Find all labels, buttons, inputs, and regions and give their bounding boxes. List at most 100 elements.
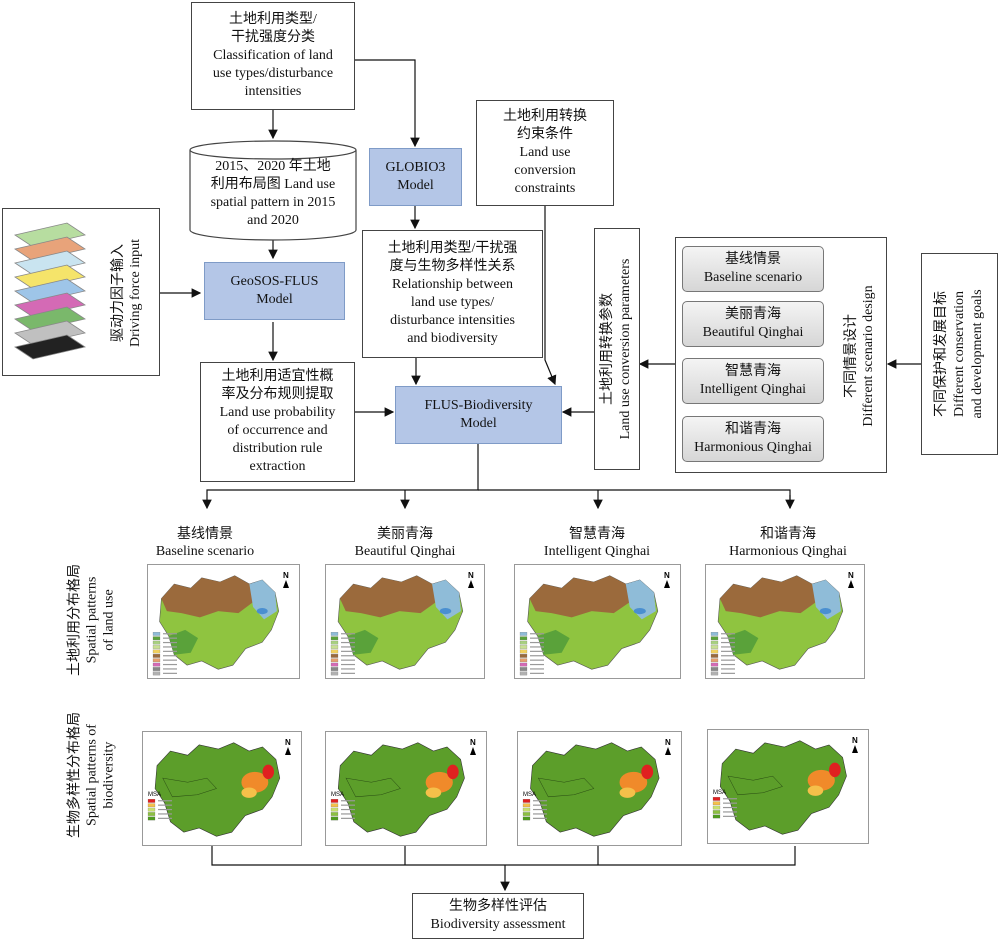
landuse-map-beautiful: N — [325, 564, 485, 679]
assessment-en: Biodiversity assessment — [430, 917, 566, 932]
col-label-baseline: 基线情景 Baseline scenario — [105, 526, 305, 560]
constraints-en3: constraints — [514, 181, 576, 196]
driving-force-en: Driving force input — [128, 238, 143, 348]
scenario-intelligent-zh: 智慧青海 — [725, 364, 781, 379]
col-baseline-en: Baseline scenario — [155, 544, 255, 559]
relationship-en3: disturbance intensities — [390, 313, 515, 328]
landuse-maps-en2: and 2020 — [247, 213, 299, 228]
flus-biodiversity-model-box: FLUS-Biodiversity Model — [395, 386, 562, 444]
landuse-map-harmonious: N — [705, 564, 865, 679]
probability-en: Land use probability — [219, 405, 336, 420]
svg-text:N: N — [664, 571, 670, 580]
msa-map-baseline: N MSA — [142, 731, 302, 846]
constraints-en2: conversion — [514, 163, 576, 178]
scenario-design-en: Different scenario design — [861, 285, 876, 427]
assessment-zh: 生物多样性评估 — [449, 899, 547, 914]
row-biodiversity-en2: biodiversity — [101, 741, 117, 809]
globio3-model-box: GLOBIO3 Model — [369, 148, 462, 206]
goals-box: 不同保护和发展目标 Different conservation and dev… — [921, 253, 998, 455]
svg-text:N: N — [285, 738, 291, 747]
svg-text:N: N — [470, 738, 476, 747]
row-label-biodiversity: 生物多样性分布格局 Spatial patterns of biodiversi… — [67, 712, 118, 838]
scenario-intelligent: 智慧青海 Intelligent Qinghai — [682, 358, 824, 404]
col-beautiful-en: Beautiful Qinghai — [354, 544, 456, 559]
conversion-params-en: Land use conversion parameters — [618, 258, 633, 440]
relationship-zh: 土地利用类型/干扰强 — [387, 241, 518, 256]
constraints-en: Land use — [519, 145, 571, 160]
relationship-en2: land use types/ — [410, 295, 495, 310]
constraints-zh: 土地利用转换 — [503, 109, 587, 124]
row-biodiversity-zh: 生物多样性分布格局 — [67, 712, 83, 838]
landuse-map-intelligent: N — [514, 564, 681, 679]
constraints-zh2: 约束条件 — [517, 127, 573, 142]
col-harmonious-zh: 和谐青海 — [760, 527, 816, 542]
col-beautiful-zh: 美丽青海 — [377, 527, 433, 542]
constraints-box: 土地利用转换 约束条件 Land use conversion constrai… — [476, 100, 614, 206]
scenario-harmonious-en: Harmonious Qinghai — [694, 440, 812, 455]
landuse-maps-text: 2015、2020 年土地 利用布局图 Land use spatial pat… — [189, 158, 357, 230]
svg-text:N: N — [665, 738, 671, 747]
scenario-design-box: 基线情景 Baseline scenario 美丽青海 Beautiful Qi… — [675, 237, 887, 473]
flus-bio-subtitle: Model — [460, 416, 497, 431]
row-landuse-zh: 土地利用分布格局 — [67, 564, 83, 676]
probability-zh2: 率及分布规则提取 — [221, 387, 334, 402]
relationship-en4: and biodiversity — [407, 331, 498, 346]
relationship-zh2: 度与生物多样性关系 — [389, 259, 516, 274]
relationship-en: Relationship between — [392, 277, 513, 292]
svg-text:N: N — [852, 736, 858, 745]
classification-zh2: 干扰强度分类 — [231, 30, 315, 45]
driving-force-layers-icon — [14, 222, 86, 360]
probability-en3: distribution rule — [232, 441, 323, 456]
scenario-intelligent-en: Intelligent Qinghai — [699, 382, 807, 397]
svg-text:MSA: MSA — [523, 792, 536, 798]
conversion-params-label: 土地利用转换参数 Land use conversion parameters — [599, 259, 635, 440]
geosos-subtitle: Model — [256, 292, 293, 307]
probability-en4: extraction — [249, 459, 306, 474]
svg-text:N: N — [283, 571, 289, 580]
landuse-map-baseline: N — [147, 564, 300, 679]
scenario-baseline: 基线情景 Baseline scenario — [682, 246, 824, 292]
driving-force-box: 驱动力因子输入 Driving force input — [2, 208, 160, 376]
row-landuse-en: Spatial patterns — [84, 576, 100, 664]
scenario-beautiful: 美丽青海 Beautiful Qinghai — [682, 301, 824, 347]
col-intelligent-en: Intelligent Qinghai — [543, 544, 651, 559]
scenario-beautiful-zh: 美丽青海 — [725, 307, 781, 322]
classification-box: 土地利用类型/ 干扰强度分类 Classification of land us… — [191, 2, 355, 110]
probability-zh: 土地利用适宜性概 — [221, 369, 334, 384]
row-biodiversity-en: Spatial patterns of — [84, 724, 100, 826]
col-label-harmonious: 和谐青海 Harmonious Qinghai — [688, 526, 888, 560]
goals-en2: and development goals — [969, 289, 985, 419]
col-label-beautiful: 美丽青海 Beautiful Qinghai — [305, 526, 505, 560]
row-landuse-en2: of land use — [101, 589, 117, 651]
flus-bio-title: FLUS-Biodiversity — [424, 398, 533, 413]
col-intelligent-zh: 智慧青海 — [569, 527, 625, 542]
landuse-maps-en: spatial pattern in 2015 — [210, 195, 336, 210]
classification-en2: use types/disturbance — [212, 66, 334, 81]
scenario-baseline-zh: 基线情景 — [725, 252, 781, 267]
scenario-design-zh: 不同情景设计 — [844, 314, 859, 398]
conversion-params-box: 土地利用转换参数 Land use conversion parameters — [594, 228, 640, 470]
scenario-baseline-en: Baseline scenario — [703, 270, 803, 285]
goals-label: 不同保护和发展目标 Different conservation and dev… — [933, 289, 987, 418]
probability-box: 土地利用适宜性概 率及分布规则提取 Land use probability o… — [200, 362, 355, 482]
row-label-landuse: 土地利用分布格局 Spatial patterns of land use — [67, 564, 118, 676]
svg-text:N: N — [848, 571, 854, 580]
col-label-intelligent: 智慧青海 Intelligent Qinghai — [497, 526, 697, 560]
scenario-harmonious-zh: 和谐青海 — [725, 422, 781, 437]
landuse-maps-zh2: 利用布局图 Land use — [210, 177, 336, 192]
database-cylinder — [189, 140, 357, 241]
svg-text:N: N — [468, 571, 474, 580]
probability-en2: of occurrence and — [227, 423, 328, 438]
svg-text:MSA: MSA — [148, 792, 161, 798]
globio3-title: GLOBIO3 — [385, 160, 446, 175]
msa-map-intelligent: N MSA — [517, 731, 682, 846]
classification-en: Classification of land — [213, 48, 333, 63]
conversion-params-zh: 土地利用转换参数 — [600, 293, 615, 406]
classification-en3: intensities — [244, 84, 302, 99]
relationship-box: 土地利用类型/干扰强 度与生物多样性关系 Relationship betwee… — [362, 230, 543, 358]
geosos-title: GeoSOS-FLUS — [230, 274, 319, 289]
